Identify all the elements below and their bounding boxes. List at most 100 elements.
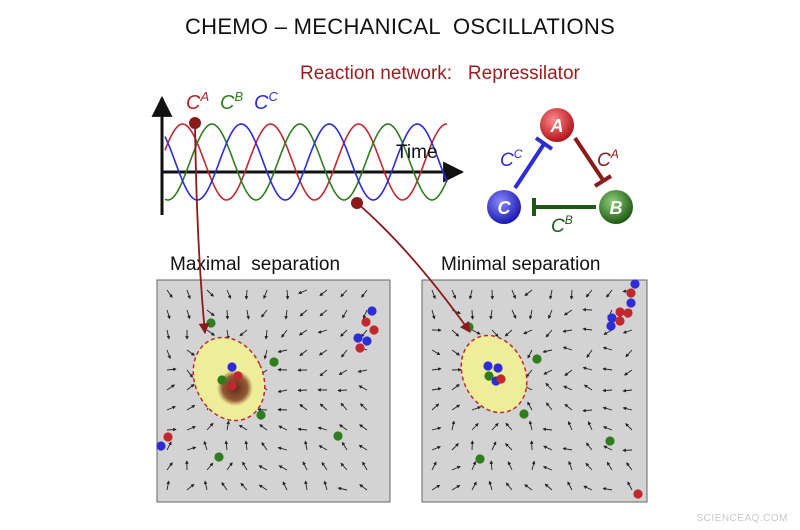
quiver-arrow <box>470 309 475 320</box>
quiver-arrow <box>471 329 481 335</box>
edge-label-cb: CB <box>551 213 573 237</box>
quiver-arrow <box>297 427 308 432</box>
quiver-arrow <box>186 383 195 391</box>
quiver-arrow <box>451 443 459 451</box>
quiver-arrow <box>281 329 288 338</box>
time-axis-label: Time <box>396 142 438 163</box>
quiver-arrow <box>186 369 193 378</box>
quiver-arrow <box>542 466 553 471</box>
quiver-arrow <box>359 484 368 491</box>
quiver-arrow <box>528 309 533 320</box>
quiver-arrow <box>359 424 368 431</box>
quiver-arrow <box>226 420 230 431</box>
quiver-arrow <box>491 441 497 451</box>
quiver-arrow <box>299 404 308 411</box>
label-ca: CA <box>186 89 209 114</box>
quiver-arrow <box>602 487 613 491</box>
quiver-arrow <box>340 462 348 471</box>
quiver-arrow <box>238 424 248 431</box>
edge-c-to-a <box>513 142 546 190</box>
cell-blue <box>362 336 372 346</box>
quiver-arrow <box>166 405 176 411</box>
quiver-arrow <box>564 369 573 376</box>
quiver-arrow <box>568 460 573 471</box>
quiver-arrow <box>451 384 460 391</box>
oscillation-plot: Time CA CB CC <box>151 89 465 215</box>
quiver-arrow <box>431 387 442 391</box>
cell-green <box>484 371 494 381</box>
quiver-arrow <box>319 309 328 317</box>
cell-blue <box>607 313 617 323</box>
quiver-arrow <box>451 420 456 431</box>
quiver-arrow <box>186 446 197 451</box>
quiver-arrow <box>431 461 437 471</box>
cell-blue <box>367 306 377 316</box>
label-cc: CC <box>254 89 278 114</box>
cell-red <box>369 325 379 335</box>
quiver-arrow <box>602 346 613 351</box>
quiver-arrow <box>527 401 533 411</box>
quiver-arrow <box>261 442 268 451</box>
node-a-label: A <box>550 116 564 136</box>
quiver-arrow <box>277 446 288 451</box>
node-c <box>487 190 521 224</box>
node-a <box>540 108 574 142</box>
cell-blue <box>483 361 493 371</box>
edge-label-cc: CC <box>500 147 523 171</box>
cell-green <box>333 431 343 441</box>
cell-green <box>532 354 542 364</box>
series-cb-wave <box>164 123 448 201</box>
cell-green <box>217 375 227 385</box>
quiver-arrow <box>166 384 175 391</box>
quiver-arrow <box>337 388 348 393</box>
cell-green <box>475 454 485 464</box>
quiver-arrow <box>339 424 348 431</box>
quiver-arrow <box>603 445 613 451</box>
quiver-arrow <box>258 465 268 471</box>
quiver-arrow <box>357 369 368 373</box>
quiver-arrow <box>567 481 573 491</box>
quiver-arrow <box>264 329 269 340</box>
edge-a-to-b-bar <box>593 174 613 188</box>
quiver-arrow <box>505 422 513 431</box>
quiver-field-left <box>166 289 368 491</box>
quiver-arrow <box>451 404 461 411</box>
quiver-arrow <box>166 441 172 451</box>
quiver-arrow <box>239 329 248 337</box>
quiver-arrow <box>511 309 517 319</box>
quiver-arrow <box>284 309 288 320</box>
quiver-arrow <box>186 309 191 320</box>
quiver-arrow <box>451 289 457 299</box>
quiver-arrow <box>545 329 553 338</box>
cell-red <box>361 317 371 327</box>
quiver-arrow <box>451 329 460 337</box>
quiver-arrow <box>221 482 228 491</box>
quiver-arrow <box>259 424 268 431</box>
panel-maximal-bg <box>156 279 391 503</box>
cell-red <box>496 374 506 384</box>
quiver-arrow <box>622 406 633 411</box>
quiver-arrow <box>242 461 248 471</box>
quiver-arrow <box>323 480 328 491</box>
quiver-arrow <box>278 465 288 471</box>
quiver-arrow <box>489 460 494 471</box>
quiver-arrow <box>585 462 593 471</box>
quiver-arrow <box>166 427 177 432</box>
quiver-arrow <box>524 484 533 491</box>
quiver-arrow <box>282 481 288 491</box>
quiver-arrow <box>431 484 441 491</box>
quiver-arrow <box>602 426 613 431</box>
quiver-arrow <box>342 309 348 319</box>
edge-a-to-b <box>573 136 605 182</box>
quiver-arrow <box>602 367 613 371</box>
figure-title: CHEMO – MECHANICAL OSCILLATIONS <box>184 14 616 39</box>
quiver-arrow <box>431 446 441 451</box>
quiver-arrow <box>471 422 479 431</box>
cell-red <box>615 316 625 326</box>
quiver-arrow <box>224 440 229 451</box>
quiver-arrow <box>246 309 250 320</box>
panel-label-minimal: Minimal separation <box>441 254 601 275</box>
quiver-arrow <box>304 440 308 451</box>
cell-blue <box>493 363 503 373</box>
